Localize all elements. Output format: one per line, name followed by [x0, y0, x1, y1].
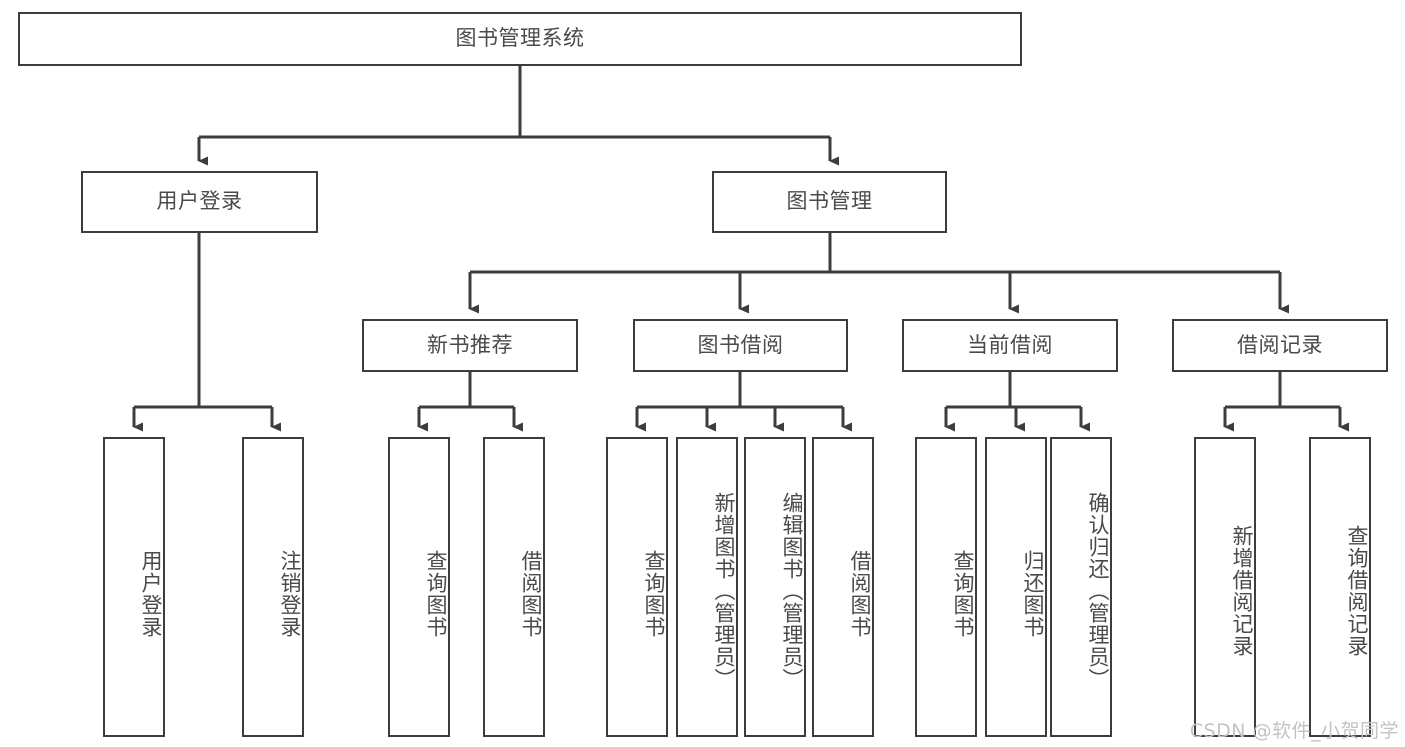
node-book-manage[interactable]: 图书管理 [712, 171, 947, 233]
node-leaf-query-book-3-label: 查询图书 [951, 550, 975, 638]
node-leaf-return-book[interactable]: 归还图书 [985, 437, 1047, 737]
node-leaf-confirm-return-label: 确认归还（管理员） [1086, 492, 1110, 690]
node-leaf-query-record-label: 查询借阅记录 [1345, 525, 1369, 657]
csdn-watermark: CSDN @软件_小贺同学 [1189, 720, 1399, 742]
node-leaf-add-record[interactable]: 新增借阅记录 [1194, 437, 1256, 737]
node-leaf-borrow-book-1-label: 借阅图书 [519, 550, 543, 638]
node-book-borrow-label: 图书借阅 [697, 332, 784, 357]
node-user-login-label: 用户登录 [156, 189, 243, 214]
node-leaf-borrow-book-2-label: 借阅图书 [848, 550, 872, 638]
node-leaf-edit-book[interactable]: 编辑图书（管理员） [744, 437, 806, 737]
node-borrow-record-label: 借阅记录 [1237, 332, 1323, 357]
node-current-borrow[interactable]: 当前借阅 [902, 319, 1118, 372]
node-leaf-add-book-label: 新增图书（管理员） [712, 492, 736, 690]
node-leaf-logout[interactable]: 注销登录 [242, 437, 304, 737]
node-leaf-logout-label: 注销登录 [278, 550, 302, 638]
node-leaf-query-record[interactable]: 查询借阅记录 [1309, 437, 1371, 737]
node-leaf-user-login-label: 用户登录 [139, 550, 163, 638]
node-leaf-query-book-2[interactable]: 查询图书 [606, 437, 668, 737]
node-leaf-query-book-1[interactable]: 查询图书 [388, 437, 450, 737]
node-leaf-confirm-return[interactable]: 确认归还（管理员） [1050, 437, 1112, 737]
node-leaf-query-book-1-label: 查询图书 [424, 550, 448, 638]
node-root-label: 图书管理系统 [455, 26, 585, 51]
node-leaf-edit-book-label: 编辑图书（管理员） [780, 492, 804, 690]
node-book-manage-label: 图书管理 [786, 189, 873, 214]
node-borrow-record[interactable]: 借阅记录 [1172, 319, 1388, 372]
node-leaf-return-book-label: 归还图书 [1021, 550, 1045, 638]
node-root[interactable]: 图书管理系统 [18, 12, 1022, 66]
node-new-book-recommend[interactable]: 新书推荐 [362, 319, 578, 372]
node-leaf-borrow-book-2[interactable]: 借阅图书 [812, 437, 874, 737]
node-user-login[interactable]: 用户登录 [81, 171, 318, 233]
node-leaf-add-book[interactable]: 新增图书（管理员） [676, 437, 738, 737]
node-leaf-borrow-book-1[interactable]: 借阅图书 [483, 437, 545, 737]
node-leaf-query-book-2-label: 查询图书 [642, 550, 666, 638]
node-leaf-user-login[interactable]: 用户登录 [103, 437, 165, 737]
node-book-borrow[interactable]: 图书借阅 [633, 319, 848, 372]
node-leaf-query-book-3[interactable]: 查询图书 [915, 437, 977, 737]
node-leaf-add-record-label: 新增借阅记录 [1230, 525, 1254, 657]
node-current-borrow-label: 当前借阅 [967, 332, 1053, 357]
node-new-book-recommend-label: 新书推荐 [427, 332, 513, 357]
